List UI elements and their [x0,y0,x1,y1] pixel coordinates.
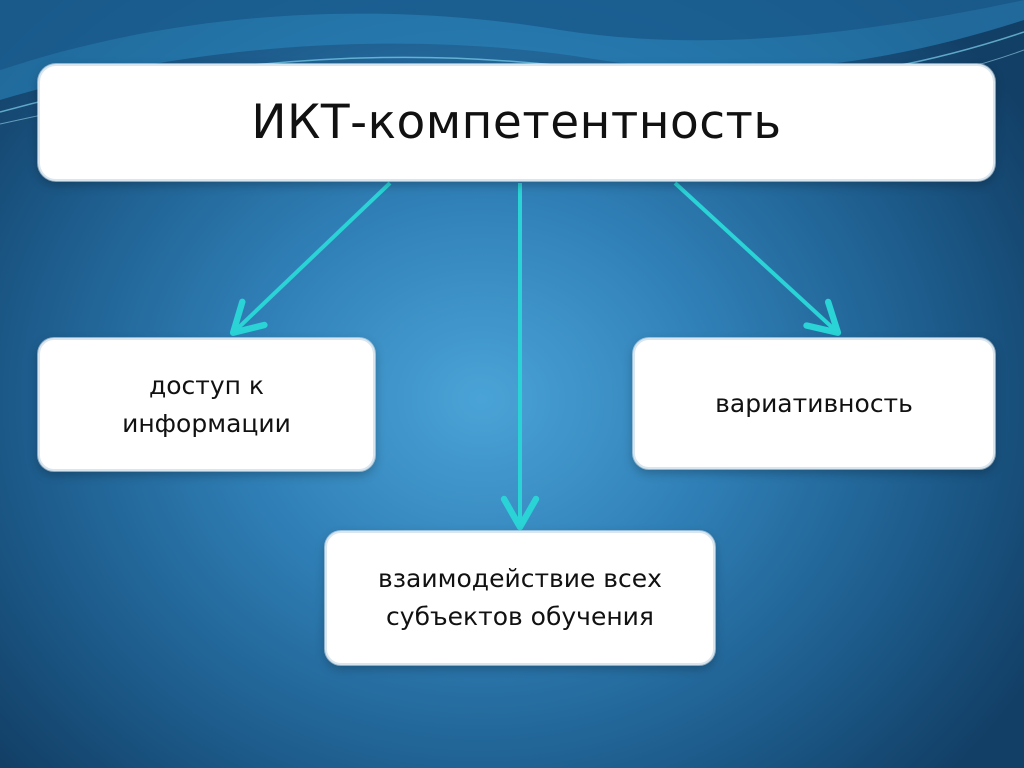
root-node-box: ИКТ-компетентность [38,64,995,181]
node-variability-label: вариативность [715,388,913,418]
node-access-label: доступ к информации [122,370,291,438]
arrow-to-access [229,181,392,336]
node-access-to-information: доступ к информации [38,338,375,471]
node-variability: вариативность [633,338,995,469]
wave-band-2 [0,0,1024,100]
node-interaction-label: взаимодействие всех субъектов обучения [378,564,662,631]
root-node-label: ИКТ-компетентность [251,95,782,150]
wave-band-1 [0,0,1024,70]
arrow-to-variability [673,181,842,336]
node-interaction: взаимодействие всех субъектов обучения [325,531,715,665]
